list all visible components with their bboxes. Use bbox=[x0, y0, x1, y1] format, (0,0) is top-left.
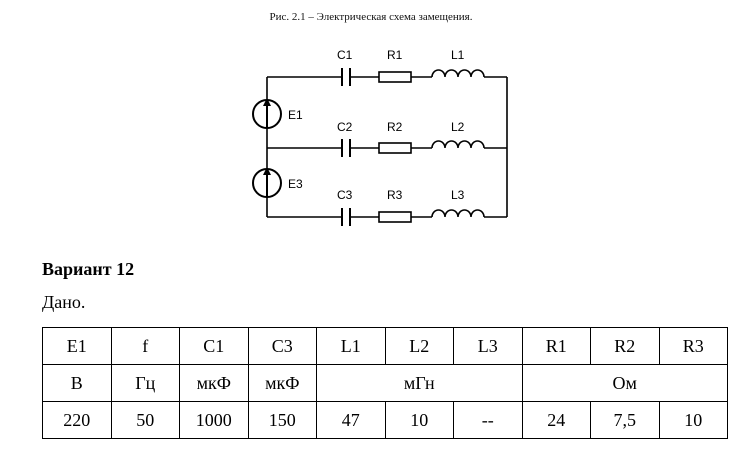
variant-title: Вариант 12 bbox=[42, 259, 135, 279]
label-e3: E3 bbox=[288, 177, 303, 191]
figure-caption: Рис. 2.1 – Электрическая схема замещения… bbox=[269, 11, 473, 23]
source-e1 bbox=[252, 98, 282, 129]
units-row: В Гц мкФ мкФ мГн Ом bbox=[42, 364, 728, 402]
header-cell: C3 bbox=[247, 327, 317, 365]
value-cell: 1000 bbox=[179, 401, 249, 439]
header-cell: R2 bbox=[590, 327, 660, 365]
values-row: 220 50 1000 150 47 10 -- 24 7,5 10 bbox=[42, 401, 728, 439]
value-cell: 7,5 bbox=[590, 401, 660, 439]
unit-cell: В bbox=[42, 364, 112, 402]
label-c2: C2 bbox=[337, 120, 353, 134]
value-cell: -- bbox=[453, 401, 523, 439]
given-label: Дано. bbox=[42, 292, 86, 312]
unit-cell: Гц bbox=[110, 364, 180, 402]
branch-1 bbox=[267, 68, 507, 86]
label-r2: R2 bbox=[387, 120, 403, 134]
value-cell: 24 bbox=[521, 401, 591, 439]
label-l3: L3 bbox=[451, 188, 465, 202]
header-cell: L2 bbox=[384, 327, 454, 365]
label-c1: C1 bbox=[337, 48, 353, 62]
header-cell: L1 bbox=[316, 327, 386, 365]
unit-cell-inductance: мГн bbox=[316, 364, 523, 402]
source-e3 bbox=[252, 167, 282, 198]
header-cell: C1 bbox=[179, 327, 249, 365]
resistor-r1 bbox=[378, 71, 412, 83]
circuit-diagram: C1 R1 L1 C2 R2 L2 C3 R3 L3 E1 E3 bbox=[252, 48, 508, 226]
value-cell: 10 bbox=[384, 401, 454, 439]
header-cell: f bbox=[110, 327, 180, 365]
value-cell: 47 bbox=[316, 401, 386, 439]
inductor-l3 bbox=[431, 209, 485, 218]
value-cell: 220 bbox=[42, 401, 112, 439]
header-row: E1 f C1 C3 L1 L2 L3 R1 R2 R3 bbox=[42, 327, 728, 365]
value-cell: 10 bbox=[658, 401, 728, 439]
unit-cell: мкФ bbox=[247, 364, 317, 402]
header-cell: L3 bbox=[453, 327, 523, 365]
value-cell: 50 bbox=[110, 401, 180, 439]
parameters-table: E1 f C1 C3 L1 L2 L3 R1 R2 R3 В Гц мкФ мк… bbox=[42, 327, 728, 439]
value-cell: 150 bbox=[247, 401, 317, 439]
label-r3: R3 bbox=[387, 188, 403, 202]
label-c3: C3 bbox=[337, 188, 353, 202]
inductor-l1 bbox=[431, 69, 485, 78]
header-cell: E1 bbox=[42, 327, 112, 365]
label-e1: E1 bbox=[288, 108, 303, 122]
inductor-l2 bbox=[431, 140, 485, 149]
resistor-r3 bbox=[378, 211, 412, 223]
branch-2 bbox=[267, 139, 507, 157]
branch-3 bbox=[267, 208, 507, 226]
label-l1: L1 bbox=[451, 48, 465, 62]
label-r1: R1 bbox=[387, 48, 403, 62]
unit-cell: мкФ bbox=[179, 364, 249, 402]
header-cell: R1 bbox=[521, 327, 591, 365]
header-cell: R3 bbox=[658, 327, 728, 365]
label-l2: L2 bbox=[451, 120, 465, 134]
unit-cell-resistance: Ом bbox=[521, 364, 728, 402]
resistor-r2 bbox=[378, 142, 412, 154]
